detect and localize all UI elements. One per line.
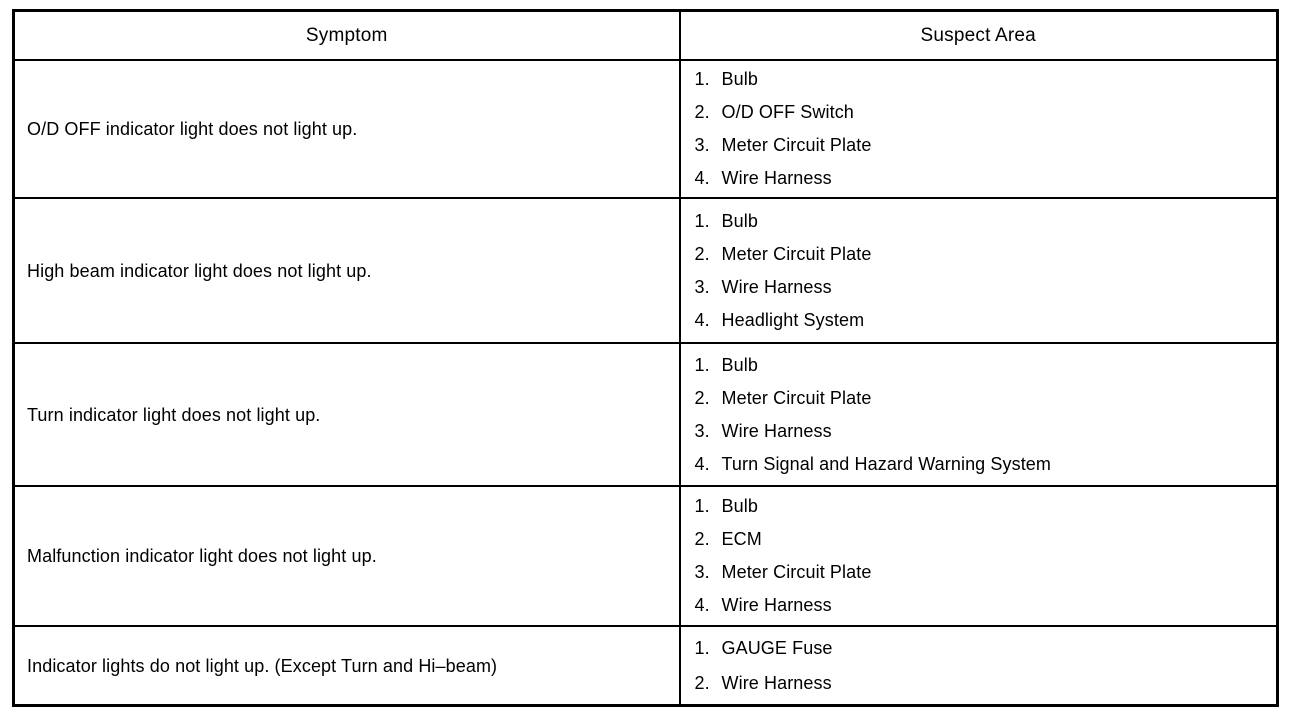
suspect-area-cell: 1. Bulb 2. ECM 3. Meter Circuit Plate xyxy=(678,485,1279,627)
list-item: 3. Wire Harness xyxy=(695,271,1267,304)
list-item-label: Bulb xyxy=(721,354,758,375)
list-item: 1. Bulb xyxy=(695,349,1267,382)
table-row: O/D OFF indicator light does not light u… xyxy=(12,59,1279,199)
suspect-area-list: 1. Bulb 2. Meter Circuit Plate 3. Wire H… xyxy=(695,349,1267,481)
list-item-label: Meter Circuit Plate xyxy=(721,387,872,408)
list-item-label: Bulb xyxy=(721,210,758,231)
list-item-label: Wire Harness xyxy=(721,595,832,615)
table-row: Indicator lights do not light up. (Excep… xyxy=(12,625,1279,707)
list-item-number: 3. xyxy=(694,562,710,582)
column-header-suspect-area: Suspect Area xyxy=(678,9,1279,61)
list-item: 3. Meter Circuit Plate xyxy=(695,129,1267,162)
symptom-text: Malfunction indicator light does not lig… xyxy=(27,546,377,566)
list-item-label: ECM xyxy=(721,529,762,549)
list-item-label: Headlight System xyxy=(721,309,865,330)
list-item: 1. Bulb xyxy=(695,490,1267,523)
list-item: 2. Meter Circuit Plate xyxy=(695,238,1267,271)
list-item-number: 1. xyxy=(694,69,710,89)
list-item-number: 2. xyxy=(694,387,710,408)
list-item: 2. Wire Harness xyxy=(695,666,1267,701)
symptom-cell: Malfunction indicator light does not lig… xyxy=(12,485,681,627)
suspect-area-cell: 1. Bulb 2. O/D OFF Switch 3. Meter Circu… xyxy=(678,59,1279,199)
suspect-area-list: 1. Bulb 2. ECM 3. Meter Circuit Plate xyxy=(695,490,1267,622)
list-item-number: 2. xyxy=(694,102,710,122)
suspect-area-cell: 1. Bulb 2. Meter Circuit Plate 3. Wire H… xyxy=(678,197,1279,344)
list-item: 1. Bulb xyxy=(695,63,1267,96)
list-item: 3. Meter Circuit Plate xyxy=(695,556,1267,589)
list-item-number: 3. xyxy=(694,276,710,297)
list-item-number: 4. xyxy=(694,453,710,474)
list-item-label: Wire Harness xyxy=(721,168,832,188)
list-item-label: Meter Circuit Plate xyxy=(721,562,872,582)
list-item-number: 4. xyxy=(694,168,710,188)
column-header-symptom: Symptom xyxy=(12,9,681,61)
list-item: 2. O/D OFF Switch xyxy=(695,96,1267,129)
symptom-text: O/D OFF indicator light does not light u… xyxy=(27,119,358,139)
suspect-area-list: 1. Bulb 2. Meter Circuit Plate 3. Wire H… xyxy=(695,205,1267,337)
list-item-label: Wire Harness xyxy=(721,276,832,297)
symptom-text: High beam indicator light does not light… xyxy=(27,260,372,281)
table-row: Malfunction indicator light does not lig… xyxy=(12,485,1279,627)
list-item-number: 1. xyxy=(694,496,710,516)
list-item-number: 1. xyxy=(694,637,710,658)
symptom-cell: Indicator lights do not light up. (Excep… xyxy=(12,625,681,707)
list-item: 2. ECM xyxy=(695,523,1267,556)
list-item-number: 4. xyxy=(694,595,710,615)
symptom-cell: Turn indicator light does not light up. xyxy=(12,342,681,487)
column-header-suspect-area-label: Suspect Area xyxy=(920,24,1036,46)
list-item-label: Bulb xyxy=(721,69,758,89)
list-item-number: 3. xyxy=(694,135,710,155)
symptom-text: Turn indicator light does not light up. xyxy=(27,404,321,425)
table-body: O/D OFF indicator light does not light u… xyxy=(12,59,1279,707)
list-item-label: Meter Circuit Plate xyxy=(721,135,872,155)
table-row: High beam indicator light does not light… xyxy=(12,197,1279,344)
list-item: 4. Turn Signal and Hazard Warning System xyxy=(695,448,1267,481)
symptom-cell: O/D OFF indicator light does not light u… xyxy=(12,59,681,199)
symptom-text: Indicator lights do not light up. (Excep… xyxy=(27,655,498,676)
header-row: Symptom Suspect Area xyxy=(12,9,1279,61)
list-item-label: Meter Circuit Plate xyxy=(721,243,872,264)
suspect-area-list: 1. Bulb 2. O/D OFF Switch 3. Meter Circu… xyxy=(695,63,1267,195)
list-item: 4. Wire Harness xyxy=(695,162,1267,195)
list-item-label: Bulb xyxy=(721,496,758,516)
list-item: 4. Wire Harness xyxy=(695,589,1267,622)
table-row: Turn indicator light does not light up. … xyxy=(12,342,1279,487)
symptom-cell: High beam indicator light does not light… xyxy=(12,197,681,344)
list-item-label: Wire Harness xyxy=(721,420,832,441)
table-header: Symptom Suspect Area xyxy=(12,9,1279,61)
suspect-area-cell: 1. GAUGE Fuse 2. Wire Harness xyxy=(678,625,1279,707)
list-item: 4. Headlight System xyxy=(695,304,1267,337)
list-item: 2. Meter Circuit Plate xyxy=(695,382,1267,415)
list-item-number: 3. xyxy=(694,420,710,441)
list-item-number: 2. xyxy=(694,243,710,264)
list-item-label: GAUGE Fuse xyxy=(721,637,833,658)
suspect-area-cell: 1. Bulb 2. Meter Circuit Plate 3. Wire H… xyxy=(678,342,1279,487)
list-item-number: 1. xyxy=(694,354,710,375)
list-item-number: 2. xyxy=(694,672,710,693)
list-item-number: 1. xyxy=(694,210,710,231)
column-header-symptom-label: Symptom xyxy=(305,24,388,46)
list-item: 1. GAUGE Fuse xyxy=(695,631,1267,666)
list-item-label: Wire Harness xyxy=(721,672,832,693)
list-item-label: O/D OFF Switch xyxy=(721,102,854,122)
list-item-number: 4. xyxy=(694,309,710,330)
list-item-label: Turn Signal and Hazard Warning System xyxy=(721,453,1052,474)
symptom-suspect-table: Symptom Suspect Area O/D OFF indicator l… xyxy=(12,9,1279,707)
suspect-area-list: 1. GAUGE Fuse 2. Wire Harness xyxy=(695,631,1267,701)
list-item-number: 2. xyxy=(694,529,710,549)
list-item: 1. Bulb xyxy=(695,205,1267,238)
list-item: 3. Wire Harness xyxy=(695,415,1267,448)
